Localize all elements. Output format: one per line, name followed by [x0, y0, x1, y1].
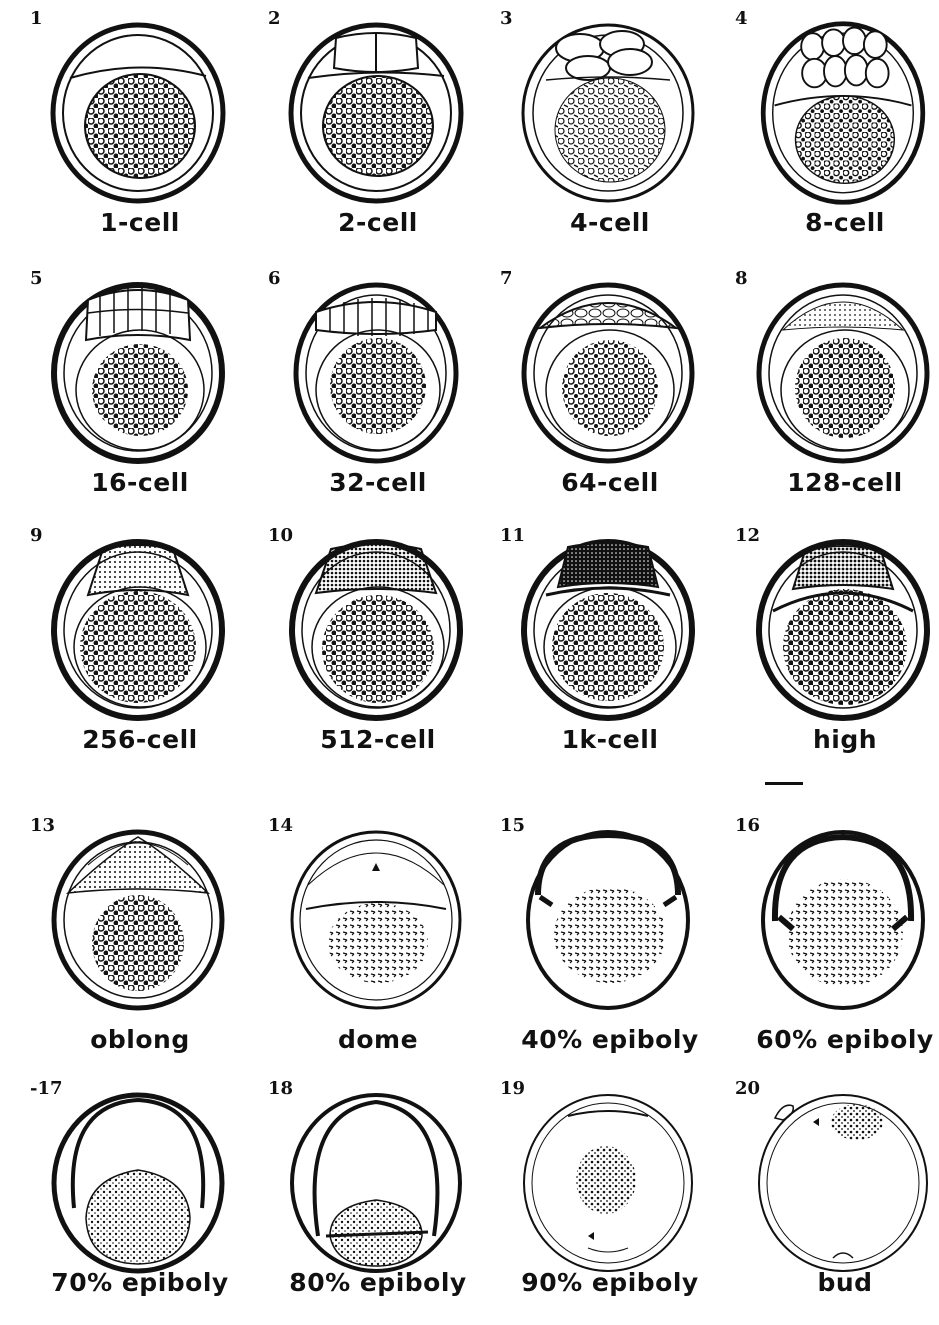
stage-number: 6 — [268, 268, 281, 289]
stage-panel-18: 18 80% epiboly — [268, 1078, 498, 1325]
stage-label: 2-cell — [268, 208, 488, 237]
stage-number: 3 — [500, 8, 513, 29]
stage-label: 4-cell — [500, 208, 720, 237]
stage-label: 90% epiboly — [500, 1268, 720, 1297]
stage-number: 8 — [735, 268, 748, 289]
embryo-drawing — [286, 18, 466, 208]
stage-panel-14: 14 dome — [268, 815, 498, 1075]
embryo-drawing — [753, 535, 933, 725]
stage-label: 1-cell — [30, 208, 250, 237]
embryo-drawing — [48, 1088, 228, 1278]
embryo-drawing — [518, 278, 698, 468]
stage-panel-9: 9 256-cell — [30, 525, 260, 785]
stage-label: dome — [268, 1025, 488, 1054]
stage-number: 9 — [30, 525, 43, 546]
stage-label: 8-cell — [735, 208, 939, 237]
stage-label: 32-cell — [268, 468, 488, 497]
stage-panel-20: 20 bud — [735, 1078, 939, 1325]
stage-label: bud — [735, 1268, 939, 1297]
stage-panel-10: 10 512-cell — [268, 525, 498, 785]
stage-number: 7 — [500, 268, 513, 289]
stage-label: 128-cell — [735, 468, 939, 497]
embryo-drawing — [286, 825, 466, 1015]
embryo-drawing — [48, 825, 228, 1015]
embryo-drawing — [48, 535, 228, 725]
stage-panel-3: 3 4-cell — [500, 8, 730, 268]
embryo-drawing — [286, 278, 466, 468]
stage-panel-15: 15 40% epiboly — [500, 815, 730, 1075]
stage-panel-12: 12 high — [735, 525, 939, 785]
stage-number: 2 — [268, 8, 281, 29]
stage-panel-2: 2 2-cell — [268, 8, 498, 268]
stage-panel-5: 5 16-cell — [30, 268, 260, 528]
scale-bar — [765, 782, 803, 785]
stage-panel-8: 8 128-cell — [735, 268, 939, 528]
embryo-drawing — [753, 825, 933, 1015]
embryo-drawing — [48, 18, 228, 208]
embryo-drawing — [753, 18, 933, 208]
stage-label: 512-cell — [268, 725, 488, 754]
stage-label: 40% epiboly — [500, 1025, 720, 1054]
stage-label: 256-cell — [30, 725, 250, 754]
stage-panel-1: 1 1-cell — [30, 8, 260, 268]
embryo-drawing — [48, 278, 228, 468]
embryo-drawing — [518, 18, 698, 208]
embryo-drawing — [753, 278, 933, 468]
stage-label: 64-cell — [500, 468, 720, 497]
embryo-drawing — [518, 825, 698, 1015]
stage-panel-13: 13 oblong — [30, 815, 260, 1075]
embryo-drawing — [286, 1088, 466, 1278]
stage-panel-16: 16 60% epiboly — [735, 815, 939, 1075]
embryo-drawing — [286, 535, 466, 725]
stage-number: 1 — [30, 8, 43, 29]
stage-number: 5 — [30, 268, 43, 289]
stage-panel-17: -17 70% epiboly — [30, 1078, 260, 1325]
stage-label: 1k-cell — [500, 725, 720, 754]
stage-label: oblong — [30, 1025, 250, 1054]
embryo-drawing — [518, 535, 698, 725]
stage-label: 70% epiboly — [30, 1268, 250, 1297]
embryo-drawing — [518, 1088, 698, 1278]
stage-label: 16-cell — [30, 468, 250, 497]
embryo-drawing — [753, 1088, 933, 1278]
stage-panel-7: 7 64-cell — [500, 268, 730, 528]
stage-panel-19: 19 90% epiboly — [500, 1078, 730, 1325]
stage-panel-4: 4 8-cell — [735, 8, 939, 268]
stage-label: high — [735, 725, 939, 754]
stage-panel-11: 11 1k-cell — [500, 525, 730, 785]
stage-label: 80% epiboly — [268, 1268, 488, 1297]
stage-label: 60% epiboly — [735, 1025, 939, 1054]
stage-panel-6: 6 32-cell — [268, 268, 498, 528]
stage-number: 4 — [735, 8, 748, 29]
